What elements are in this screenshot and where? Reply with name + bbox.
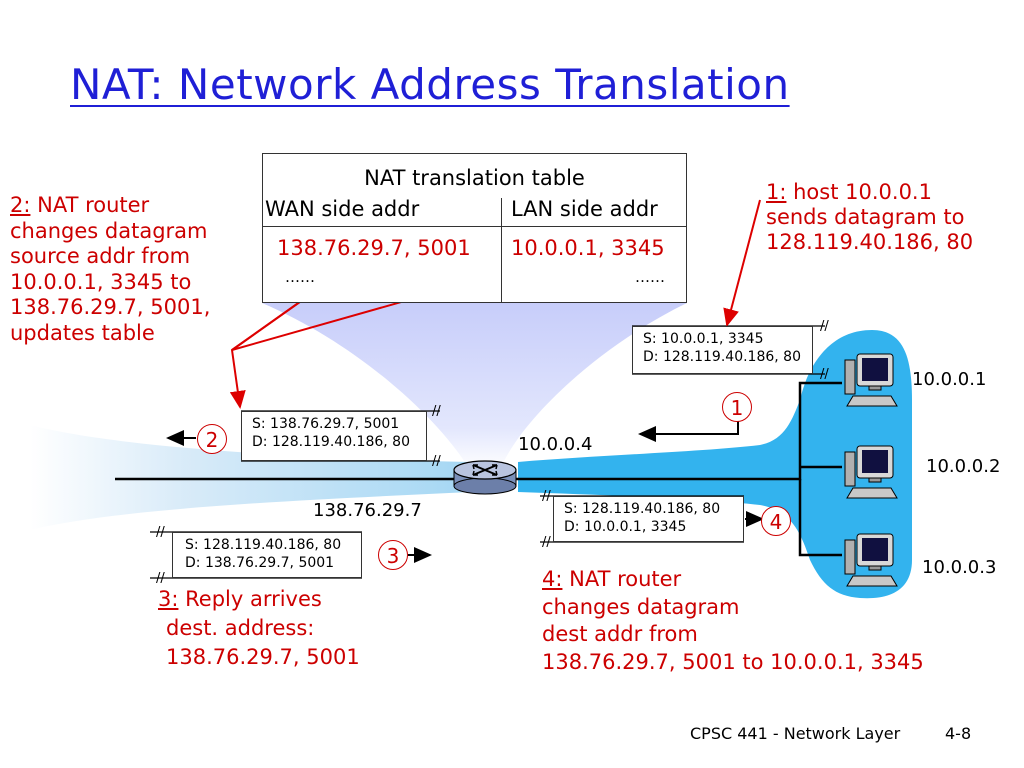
svg-text://: //	[156, 525, 165, 540]
note-line: source addr from	[10, 244, 191, 268]
svg-text://: //	[820, 319, 829, 334]
note-line: dest. address:	[166, 616, 315, 640]
step-2-badge: 2	[197, 424, 227, 454]
note-number: 2:	[10, 193, 31, 217]
host-3-address: 10.0.0.3	[922, 557, 997, 578]
footer-page-number: 4-8	[945, 724, 972, 743]
desktop-computer-icon	[844, 533, 898, 587]
note1-arrow	[723, 199, 761, 327]
note-line: NAT router	[37, 193, 150, 217]
lan-bus	[775, 381, 842, 481]
svg-text://: //	[820, 367, 829, 382]
table-column-divider	[501, 198, 502, 302]
note-line: sends datagram to	[766, 205, 965, 229]
note-number: 4:	[542, 567, 563, 591]
datagram-src: S: 138.76.29.7, 5001	[252, 416, 400, 432]
step1-arrow	[638, 418, 739, 442]
router-icon	[453, 460, 517, 495]
datagram-dst: D: 128.119.40.186, 80	[252, 434, 410, 450]
datagram-dst: D: 128.119.40.186, 80	[643, 349, 801, 365]
desktop-computer-icon	[844, 353, 898, 407]
note-line: dest addr from	[542, 622, 698, 646]
datagram-src: S: 128.119.40.186, 80	[564, 501, 721, 517]
note-line: Reply arrives	[185, 587, 322, 611]
note-step-1: 1: host 10.0.0.1 sends datagram to 128.1…	[766, 180, 973, 255]
table-funnel	[262, 303, 687, 470]
note-line: changes datagram	[10, 218, 208, 243]
datagram-4: S: 128.119.40.186, 80 D: 10.0.0.1, 3345	[553, 496, 744, 542]
datagram-dst: D: 10.0.0.1, 3345	[564, 519, 687, 535]
note-line: changes datagram	[542, 594, 740, 619]
note-step-4: 4: NAT router changes datagram dest addr…	[542, 566, 924, 676]
note-line: 10.0.0.1, 3345 to	[10, 269, 192, 294]
svg-text://: //	[542, 489, 551, 504]
note-line: 128.119.40.186, 80	[766, 230, 974, 254]
wan-header: WAN side addr	[265, 197, 420, 221]
lan-entry: 10.0.0.1, 3345	[511, 236, 665, 260]
table-divider	[263, 226, 686, 227]
step-3-badge: 3	[378, 540, 408, 570]
svg-text://: //	[432, 404, 441, 419]
router-lan-address: 10.0.0.4	[518, 434, 593, 455]
note-line: 138.76.29.7, 5001 to 10.0.0.1, 3345	[542, 649, 924, 674]
host-1-address: 10.0.0.1	[912, 369, 987, 390]
step-1-badge: 1	[722, 392, 752, 422]
note-line: 138.76.29.7, 5001,	[10, 295, 211, 319]
svg-text://: //	[432, 454, 441, 469]
note-line: NAT router	[569, 567, 682, 591]
note-step-2: 2: NAT router changes datagram source ad…	[10, 193, 210, 346]
note-step-3: 3: Reply arrives dest. address: 138.76.2…	[158, 585, 360, 672]
desktop-computer-icon	[844, 445, 898, 499]
lan-region	[518, 330, 912, 599]
datagram-3: S: 128.119.40.186, 80 D: 138.76.29.7, 50…	[172, 532, 362, 578]
note-line: updates table	[10, 320, 155, 345]
datagram-dst: D: 138.76.29.7, 5001	[185, 555, 335, 571]
note-line: 138.76.29.7, 5001	[166, 645, 360, 669]
datagram-src: S: 10.0.0.1, 3345	[643, 331, 764, 347]
page-title: NAT: Network Address Translation	[70, 60, 790, 109]
datagram-2: S: 138.76.29.7, 5001 D: 128.119.40.186, …	[241, 411, 427, 461]
nat-translation-table: NAT translation table WAN side addr LAN …	[262, 153, 687, 303]
lan-header: LAN side addr	[511, 197, 658, 221]
wan-region	[30, 425, 470, 530]
note-number: 1:	[766, 180, 787, 204]
datagram-1: S: 10.0.0.1, 3345 D: 128.119.40.186, 80	[632, 326, 813, 374]
note-line: host 10.0.0.1	[793, 180, 932, 204]
step-4-badge: 4	[761, 506, 791, 536]
wan-entry: 138.76.29.7, 5001	[277, 236, 471, 260]
footer-course: CPSC 441 - Network Layer	[690, 724, 901, 743]
table-caption: NAT translation table	[364, 166, 585, 190]
note-number: 3:	[158, 587, 179, 611]
svg-text://: //	[156, 571, 165, 586]
datagram-src: S: 128.119.40.186, 80	[185, 537, 342, 553]
router-wan-address: 138.76.29.7	[313, 500, 422, 521]
wan-more: ……	[285, 268, 315, 286]
host-2-address: 10.0.0.2	[926, 456, 1001, 477]
lan-more: ……	[635, 268, 665, 286]
svg-text://: //	[542, 535, 551, 550]
